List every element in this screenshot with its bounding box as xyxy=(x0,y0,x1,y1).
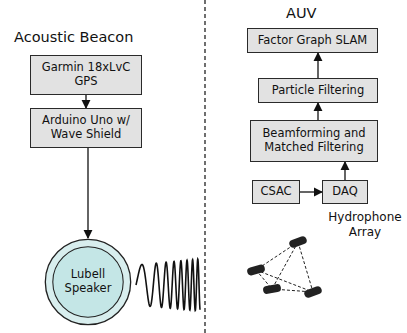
process-box: Factor Graph SLAM xyxy=(247,28,378,53)
flow-arrow xyxy=(317,103,318,120)
array-lines xyxy=(256,242,313,292)
node-text: CSAC xyxy=(260,185,291,199)
speaker-circle: Lubell Speaker xyxy=(44,238,132,326)
flow-arrow xyxy=(344,162,345,180)
flow-arrow xyxy=(317,53,318,78)
acoustic-wave xyxy=(136,259,200,310)
section-heading: AUV xyxy=(286,4,346,22)
process-box: Beamforming and Matched Filtering xyxy=(250,120,378,162)
flow-arrow xyxy=(85,95,86,108)
process-box: Particle Filtering xyxy=(258,78,378,103)
node-text: Beamforming and Matched Filtering xyxy=(256,127,372,155)
node-text: Particle Filtering xyxy=(272,84,364,98)
node-text: DAQ xyxy=(332,185,357,199)
hydrophone-symbols xyxy=(246,235,323,299)
process-box: Arduino Uno w/ Wave Shield xyxy=(30,108,142,148)
flow-arrow xyxy=(87,148,88,238)
flow-arrow xyxy=(300,191,322,192)
process-box: Garmin 18xLvC GPS xyxy=(30,55,142,95)
node-text: Lubell Speaker xyxy=(50,268,126,296)
divider-line xyxy=(204,0,205,333)
node-text: Arduino Uno w/ Wave Shield xyxy=(36,114,136,142)
section-heading: Acoustic Beacon xyxy=(14,28,174,46)
array-label: Hydrophone Array xyxy=(326,210,404,240)
node-text: Garmin 18xLvC GPS xyxy=(36,61,136,89)
process-box: DAQ xyxy=(322,180,368,204)
node-text: Factor Graph SLAM xyxy=(258,34,368,48)
process-box: CSAC xyxy=(252,180,300,204)
